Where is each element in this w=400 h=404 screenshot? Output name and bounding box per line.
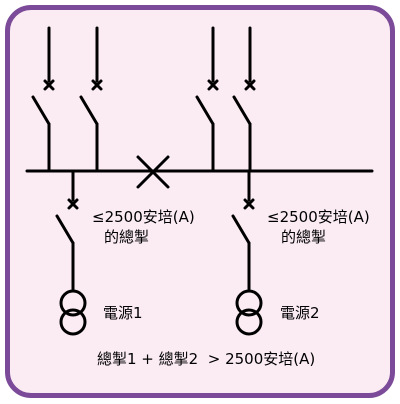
- transformer-2-icon: [235, 289, 263, 336]
- bus-coupler-symbol: [136, 155, 170, 189]
- breaker-1-rating: ≤2500安培(A): [92, 208, 195, 226]
- source-2-label: 電源2: [280, 304, 320, 322]
- breaker-2-description: 的總掣: [281, 228, 326, 246]
- main-breaker-1: [55, 169, 79, 293]
- source-1-label: 電源1: [103, 304, 143, 322]
- transformer-1-icon: [59, 289, 87, 336]
- incoming-feeder-3: [195, 26, 219, 173]
- breaker-1-description: 的總掣: [104, 228, 149, 246]
- incoming-feeder-4: [232, 26, 256, 173]
- summary-note: 總掣1 + 總掣2 > 2500安培(A): [97, 350, 315, 368]
- incoming-feeder-2: [79, 26, 103, 173]
- breaker-2-rating: ≤2500安培(A): [267, 208, 370, 226]
- main-breaker-2: [231, 169, 255, 293]
- incoming-feeder-1: [31, 26, 55, 173]
